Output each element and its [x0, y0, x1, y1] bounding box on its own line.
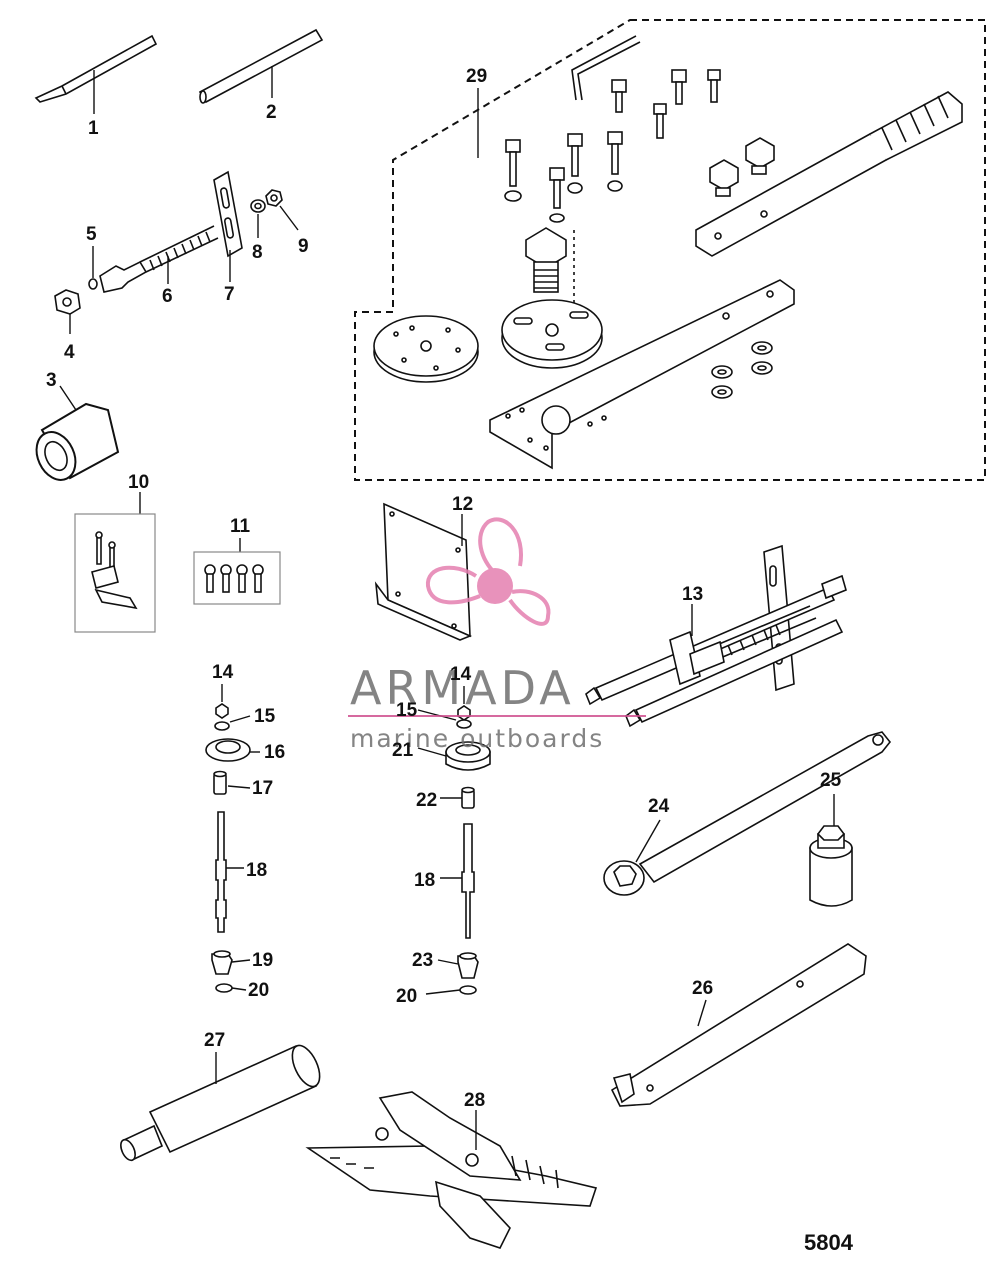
part-29-nuts	[711, 341, 773, 399]
part-29-puller-plate	[489, 279, 795, 470]
part-8-washer	[250, 199, 266, 238]
callout-28: 28	[464, 1090, 485, 1111]
part-24-wrench	[603, 731, 892, 896]
callout-18-middle: 18	[414, 870, 435, 891]
callout-20-left: 20	[248, 980, 269, 1001]
propeller-hub	[477, 568, 513, 604]
part-29-hex-key	[477, 35, 641, 158]
callout-22: 22	[416, 790, 437, 811]
part-12-angle-plate	[374, 502, 473, 641]
part-26-spanner	[610, 943, 867, 1107]
part-29-slotted-disc	[501, 299, 603, 369]
middle-stack-parts	[417, 686, 491, 995]
part-3-tapered-sleeve	[35, 385, 120, 481]
part-29-handle-bar	[695, 91, 963, 257]
callout-8: 8	[252, 242, 263, 263]
part-29-large-disc	[373, 315, 479, 383]
callout-6: 6	[162, 286, 173, 307]
callout-5: 5	[86, 224, 97, 245]
part-9-nut	[265, 189, 299, 231]
callout-17: 17	[252, 778, 273, 799]
callout-11: 11	[230, 516, 251, 537]
callout-14-middle: 14	[450, 664, 472, 685]
callout-4: 4	[64, 342, 75, 363]
part-27-driver-tube	[120, 1044, 321, 1162]
propeller-blade-right	[508, 589, 551, 626]
callout-7: 7	[224, 284, 235, 305]
callout-10: 10	[128, 472, 149, 493]
callout-23: 23	[412, 950, 433, 971]
callout-27: 27	[204, 1030, 225, 1051]
part-28-locking-pliers	[305, 1091, 598, 1249]
part-11-screw-set	[193, 538, 281, 605]
callout-1: 1	[88, 118, 99, 139]
callout-9: 9	[298, 236, 309, 257]
callout-2: 2	[266, 102, 277, 123]
propeller-blade-top	[478, 517, 523, 576]
kit-29-dashed-outline	[354, 19, 986, 481]
callout-18-left: 18	[246, 860, 267, 881]
watermark-tagline: marine outboards	[350, 724, 604, 753]
armada-logo	[348, 517, 646, 717]
part-7-slotted-bar	[213, 170, 243, 282]
callout-12: 12	[452, 494, 473, 515]
part-2-rod	[198, 28, 324, 104]
callout-15-middle: 15	[396, 700, 418, 721]
part-10-bracket-kit	[74, 492, 156, 633]
callout-24: 24	[648, 796, 670, 817]
part-6-threaded-screw	[99, 225, 219, 293]
callout-3: 3	[46, 370, 57, 391]
callout-25: 25	[820, 770, 842, 791]
watermark-brand: ARMADA	[350, 661, 575, 715]
callout-16: 16	[264, 742, 285, 763]
part-29-bolts	[504, 69, 775, 330]
part-13-jaw-puller	[585, 544, 847, 728]
callout-15-left: 15	[254, 706, 276, 727]
part-5-washer	[88, 246, 98, 290]
callout-14-left: 14	[212, 662, 234, 683]
callout-21: 21	[392, 740, 414, 761]
callout-29: 29	[466, 66, 487, 87]
callout-13: 13	[682, 584, 703, 605]
figure-number: 5804	[804, 1230, 854, 1255]
part-25-socket	[809, 794, 853, 907]
callout-26: 26	[692, 978, 713, 999]
left-stack-parts	[205, 684, 260, 993]
part-4-nut	[54, 289, 81, 334]
propeller-blade-left	[425, 565, 481, 605]
callout-19: 19	[252, 950, 273, 971]
callout-20-middle: 20	[396, 986, 417, 1007]
part-1-pointed-rod	[34, 34, 158, 114]
